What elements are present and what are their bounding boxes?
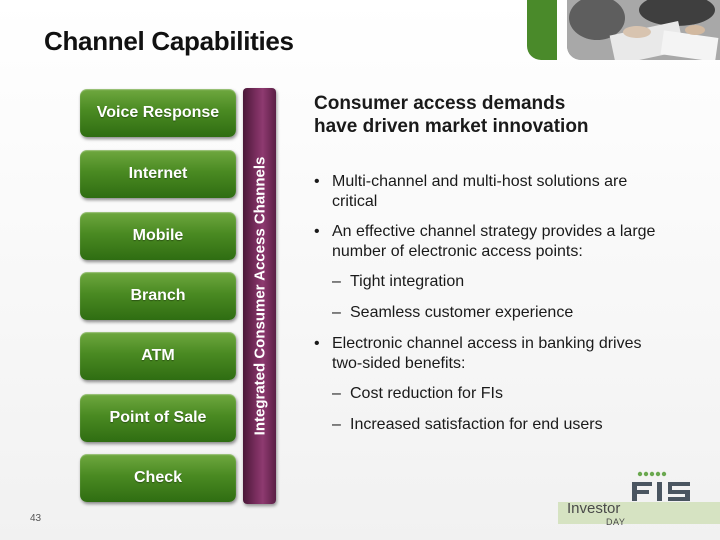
sub-bullet-item: – Cost reduction for FIs [314, 384, 674, 404]
bullet-item: • An effective channel strategy provides… [314, 222, 674, 262]
sub-bullet-item: – Tight integration [314, 272, 674, 292]
investor-label: Investor [567, 500, 621, 517]
content-heading: Consumer access demands have driven mark… [314, 92, 634, 138]
sub-bullet-text: Seamless customer experience [350, 304, 574, 321]
dash-icon: – [332, 416, 341, 433]
sub-bullet-text: Increased satisfaction for end users [350, 416, 603, 433]
slide-title: Channel Capabilities [44, 26, 294, 56]
channel-check: Check [80, 454, 236, 502]
bullet-item: • Multi-channel and multi-host solutions… [314, 172, 674, 212]
bullet-dot-icon: • [314, 335, 320, 352]
sub-bullet-text: Tight integration [350, 273, 465, 290]
heading-line-2: have driven market innovation [314, 116, 589, 137]
integrated-channels-bar [243, 88, 276, 504]
bullet-text: An effective channel strategy provides a… [332, 223, 656, 260]
channel-voice-response: Voice Response [80, 89, 236, 137]
channel-point-of-sale: Point of Sale [80, 394, 236, 442]
header-photo [567, 0, 720, 60]
accent-tab [527, 0, 557, 60]
sub-bullet-item: – Increased satisfaction for end users [314, 415, 674, 435]
bullet-dot-icon: • [314, 223, 320, 240]
channel-branch: Branch [80, 272, 236, 320]
bullet-list: • Multi-channel and multi-host solutions… [314, 172, 674, 446]
channel-internet: Internet [80, 150, 236, 198]
page-number: 43 [30, 513, 42, 524]
integrated-channels-label: Integrated Consumer Access Channels [251, 156, 269, 436]
sub-bullet-item: – Seamless customer experience [314, 303, 674, 323]
investor-day-band [558, 502, 720, 524]
channel-atm: ATM [80, 332, 236, 380]
bullet-text: Multi-channel and multi-host solutions a… [332, 173, 628, 210]
bullet-text: Electronic channel access in banking dri… [332, 335, 642, 372]
fis-logo [632, 471, 690, 501]
channel-mobile: Mobile [80, 212, 236, 260]
dash-icon: – [332, 273, 341, 290]
sub-bullet-text: Cost reduction for FIs [350, 385, 503, 402]
day-label: DAY [606, 517, 626, 527]
dash-icon: – [332, 385, 341, 402]
bullet-item: • Electronic channel access in banking d… [314, 334, 674, 374]
dash-icon: – [332, 304, 341, 321]
heading-line-1: Consumer access demands [314, 93, 566, 114]
bullet-dot-icon: • [314, 173, 320, 190]
